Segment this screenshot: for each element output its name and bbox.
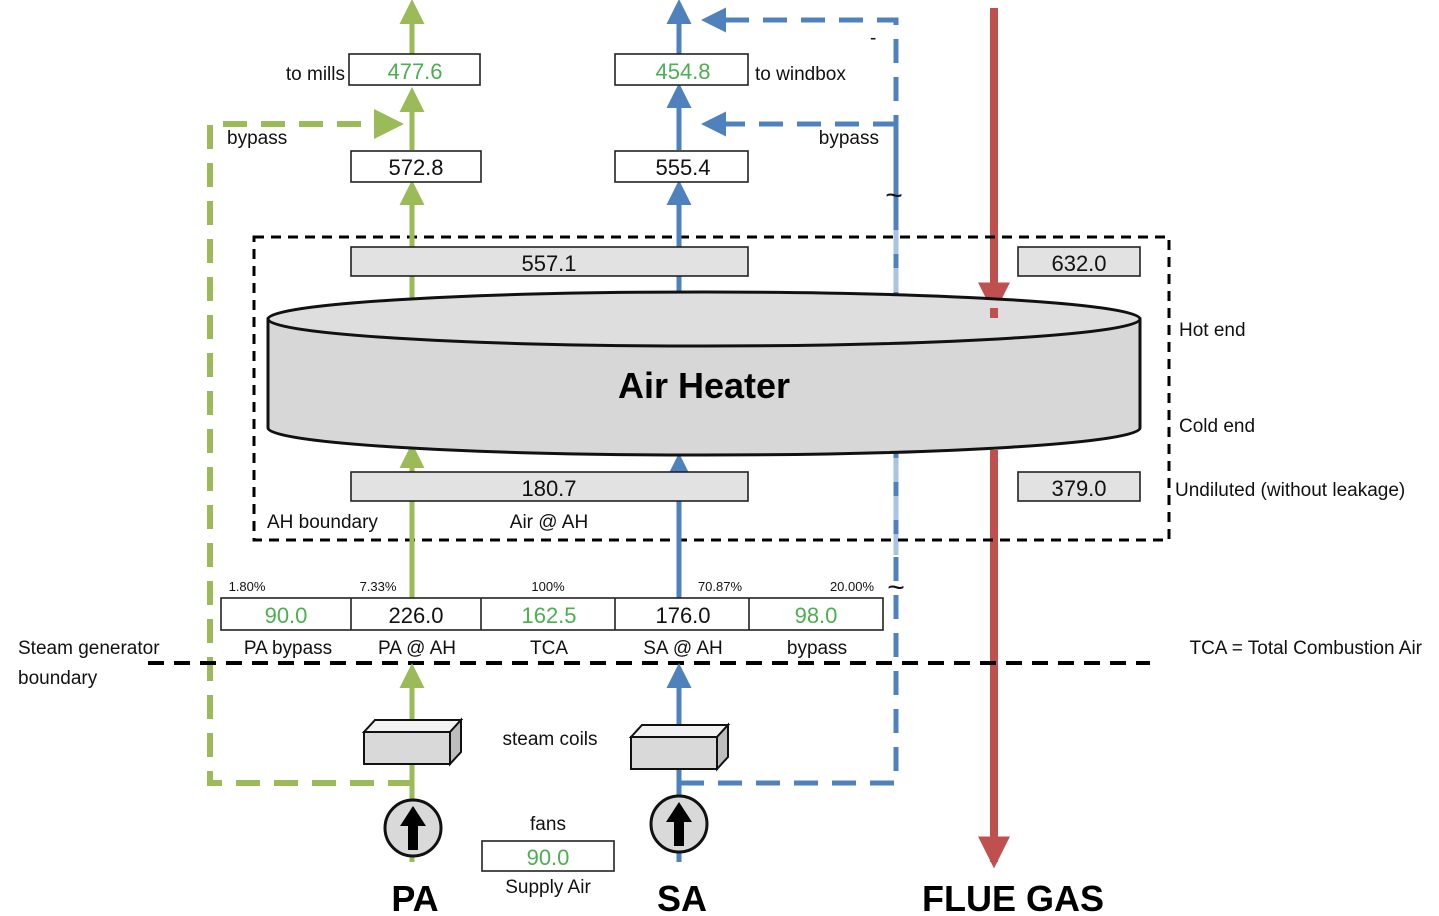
flow-value-pa-at-ah: 226.0 (388, 603, 443, 628)
fans-label: fans (530, 814, 566, 835)
pa-premix-box (350, 150, 482, 183)
air-in-temp-value: 180.7 (521, 476, 576, 501)
to-windbox-value: 454.8 (655, 59, 710, 84)
air-out-temp-value: 557.1 (521, 251, 576, 276)
tca-legend-note: TCA = Total Combustion Air (1189, 638, 1422, 659)
air-heater-title: Air Heater (618, 365, 790, 406)
flow-percent-pa-at-ah: 7.33% (360, 579, 397, 594)
sa-premix-value: 555.4 (655, 155, 710, 180)
ah-boundary-label: AH boundary (267, 512, 378, 533)
air-in-temp-box (350, 471, 749, 502)
sa-steam-coil-icon (628, 722, 731, 772)
flow-percent-tca: 100% (531, 579, 565, 594)
to-mills-label: to mills (286, 64, 345, 85)
gas-in-temp-value: 632.0 (1051, 251, 1106, 276)
cold-end-label: Cold end (1179, 416, 1255, 437)
steam-coils-label: steam coils (502, 729, 597, 750)
flow-value-sa-at-ah: 176.0 (655, 603, 710, 628)
gas-in-temp-box (1017, 246, 1141, 277)
steam-generator-boundary-label-2: boundary (18, 668, 98, 689)
flow-value-pa-bypass: 90.0 (265, 603, 308, 628)
gas-out-undiluted-label: Undiluted (without leakage) (1175, 480, 1405, 501)
flow-value-tca: 162.5 (521, 603, 576, 628)
to-mills-value: 477.6 (387, 59, 442, 84)
gas-out-temp-value: 379.0 (1051, 476, 1106, 501)
tilde-mark-upper: ~ (885, 179, 903, 212)
ah-boundary-rect (252, 235, 1171, 542)
flow-percent-sa-bypass: 20.00% (830, 579, 875, 594)
pa-stream-name: PA (391, 878, 438, 916)
pa-premix-value: 572.8 (388, 155, 443, 180)
pa-fan-icon (383, 798, 443, 858)
flow-label-pa-bypass: PA bypass (244, 638, 332, 659)
supply-air-value: 90.0 (527, 845, 570, 870)
sa-stream-name: SA (657, 878, 707, 916)
to-windbox-box (614, 53, 749, 86)
sa-bypass-label: bypass (819, 128, 879, 149)
tilde-mark-lower: ~ (887, 571, 905, 604)
flow-label-tca: TCA (530, 638, 568, 659)
flow-table-frame (220, 597, 884, 631)
sa-top-bypass-dashed-line (701, 7, 899, 215)
flow-label-pa-at-ah: PA @ AH (378, 638, 456, 659)
flow-percent-sa-at-ah: 70.87% (698, 579, 743, 594)
steam-generator-boundary-label: Steam generator (18, 638, 160, 659)
flow-label-sa-bypass: bypass (787, 638, 847, 659)
sa-premix-box (614, 150, 749, 183)
flow-value-sa-bypass: 98.0 (795, 603, 838, 628)
supply-air-box (481, 840, 615, 872)
sa-fan-icon (649, 794, 709, 854)
pa-steam-coil-icon (361, 717, 464, 767)
to-mills-box (348, 53, 481, 86)
pa-bypass-dashed-line (207, 109, 412, 786)
air-heater-body (266, 290, 1142, 457)
hot-end-label: Hot end (1179, 320, 1246, 341)
pa-bypass-label: bypass (227, 128, 287, 149)
minus-mark: - (870, 28, 876, 49)
gas-out-temp-box (1017, 471, 1141, 502)
flow-label-sa-at-ah: SA @ AH (643, 638, 723, 659)
air-out-temp-box (350, 246, 749, 277)
flue-gas-stream-name: FLUE GAS (922, 878, 1104, 916)
flow-percent-pa-bypass: 1.80% (229, 579, 266, 594)
flow-table: 1.80% 90.0 PA bypass 7.33% 226.0 PA @ AH… (220, 579, 884, 659)
air-at-ah-label: Air @ AH (510, 512, 588, 533)
to-windbox-label: to windbox (755, 64, 846, 85)
supply-air-label: Supply Air (505, 877, 591, 898)
